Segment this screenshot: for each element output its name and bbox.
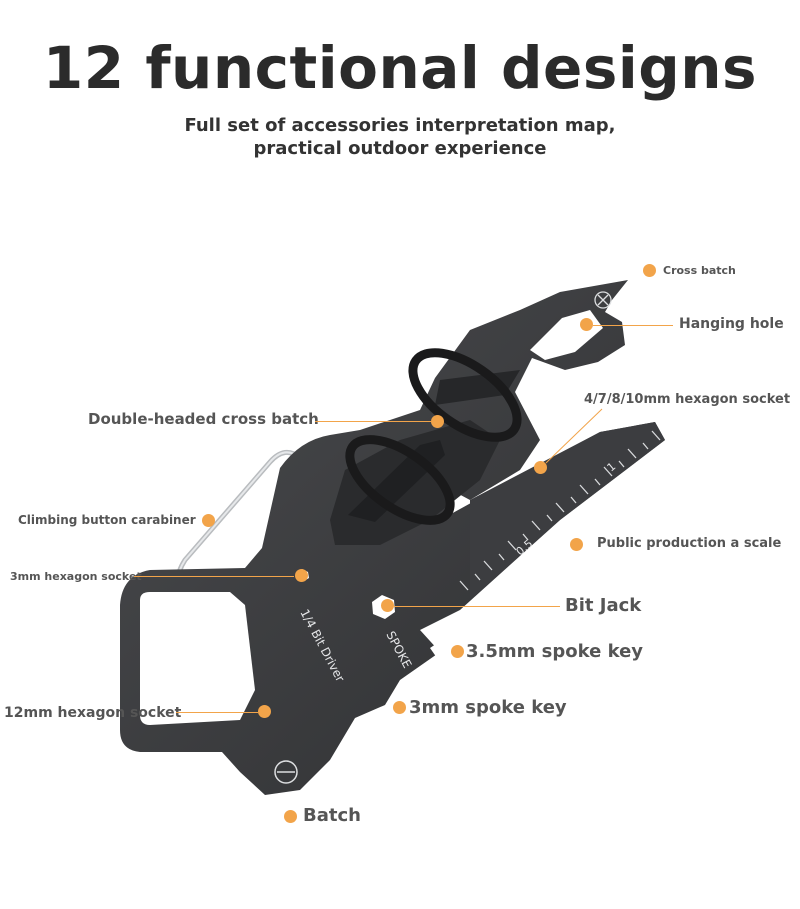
hanging-hole-dot xyxy=(580,318,593,331)
opener-slot-icon xyxy=(140,592,255,725)
page-title: 12 functional designs xyxy=(42,34,758,102)
hex12-dot xyxy=(258,705,271,718)
label-climbing-carabiner: Climbing button carabiner xyxy=(18,513,196,527)
label-hexagon-socket-multi: 4/7/8/10mm hexagon socket xyxy=(584,392,791,407)
label-spoke35: 3.5mm spoke key xyxy=(466,641,644,662)
hexagon-socket-multi-dot xyxy=(534,461,547,474)
label-hex3-socket: 3mm hexagon socket xyxy=(10,570,142,583)
spoke35-dot xyxy=(451,645,464,658)
batch-dot xyxy=(284,810,297,823)
batch-screw-icon xyxy=(274,760,298,784)
hex3-leader xyxy=(134,576,294,577)
label-batch: Batch xyxy=(303,805,361,826)
label-spoke3: 3mm spoke key xyxy=(409,697,567,718)
label-cross-batch: Cross batch xyxy=(663,264,736,277)
hex3-dot xyxy=(295,569,308,582)
carabiner-dot xyxy=(202,514,215,527)
o-ring-icon xyxy=(408,348,522,442)
scale-dot xyxy=(570,538,583,551)
hanging-hole-leader xyxy=(593,325,673,326)
double-headed-dot xyxy=(431,415,444,428)
label-double-headed-cross-batch: Double-headed cross batch xyxy=(88,410,319,428)
label-bit-jack: Bit Jack xyxy=(565,595,642,616)
bit-jack-leader xyxy=(394,606,560,607)
label-hex12-socket: 12mm hexagon socket xyxy=(4,705,182,721)
label-public-scale: Public production a scale xyxy=(597,536,782,551)
bit-jack-dot xyxy=(381,599,394,612)
subtitle-line-1: Full set of accessories interpretation m… xyxy=(184,115,616,136)
label-hanging-hole: Hanging hole xyxy=(679,316,784,332)
spoke3-dot xyxy=(393,701,406,714)
page-subtitle: Full set of accessories interpretation m… xyxy=(0,114,800,160)
subtitle-line-2: practical outdoor experience xyxy=(253,138,547,159)
hex12-leader xyxy=(176,712,258,713)
cross-batch-icon xyxy=(594,291,612,309)
double-headed-leader xyxy=(315,421,431,422)
cross-batch-dot xyxy=(643,264,656,277)
hexagon-socket-leader xyxy=(545,408,603,464)
